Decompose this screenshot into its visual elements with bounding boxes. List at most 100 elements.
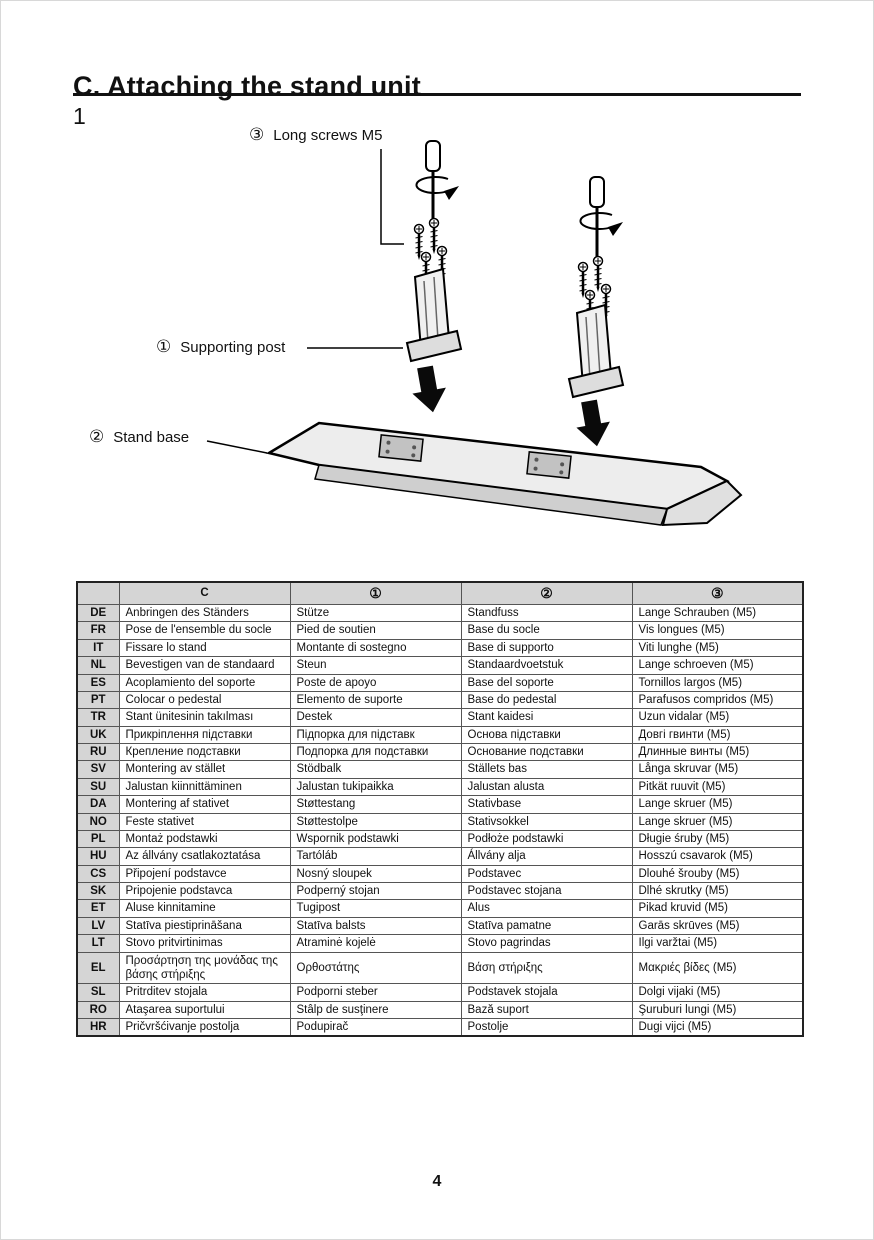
part3-translation-cell: Dlhé skrutky (M5) [631, 881, 804, 901]
title-translation-cell: Fissare lo stand [118, 638, 291, 658]
language-table-body: DE Anbringen des Ständers Stütze Standfu… [76, 603, 804, 1037]
header-circled-2: ② [460, 581, 633, 605]
part1-translation-cell: Nosný sloupek [289, 864, 462, 884]
title-translation-cell: Feste stativet [118, 812, 291, 831]
language-code-cell: SU [76, 777, 120, 797]
title-translation-cell: Připojení podstavce [118, 864, 291, 884]
part2-translation-cell: Standaardvoetstuk [460, 656, 633, 675]
table-row: HU Az állvány csatlakoztatása Tartóláb Á… [76, 847, 804, 866]
part3-translation-cell: Lange skruer (M5) [631, 795, 804, 814]
language-code-cell: LV [76, 916, 120, 936]
callout-leader-line-base [206, 440, 268, 454]
table-row: SL Pritrditev stojala Podporni steber Po… [76, 983, 804, 1002]
circled-2-marker: ② [89, 427, 105, 446]
part3-translation-cell: Довгі гвинти (M5) [631, 725, 804, 745]
table-row: TR Stant ünitesinin takılması Destek Sta… [76, 708, 804, 727]
table-row: NO Feste stativet Støttestolpe Stativsok… [76, 812, 804, 831]
title-translation-cell: Az állvány csatlakoztatása [118, 847, 291, 866]
title-translation-cell: Крепление подставки [118, 742, 291, 762]
part1-translation-cell: Podporni steber [289, 983, 462, 1002]
part2-translation-cell: Standfuss [460, 603, 633, 623]
supporting-post-drawing-right [568, 304, 624, 398]
part3-translation-cell: Pikad kruvid (M5) [631, 899, 804, 918]
title-translation-cell: Montaż podstawki [118, 829, 291, 849]
language-code-cell: DA [76, 795, 120, 814]
part2-translation-cell: Postolje [460, 1018, 633, 1037]
title-translation-cell: Jalustan kiinnittäminen [118, 777, 291, 797]
part3-translation-cell: Dlouhé šrouby (M5) [631, 864, 804, 884]
part3-translation-cell: Lange skruer (M5) [631, 812, 804, 831]
part1-translation-cell: Atraminė kojelė [289, 934, 462, 953]
title-translation-cell: Pritrditev stojala [118, 983, 291, 1002]
screwdriver-icon [414, 139, 461, 223]
part1-translation-cell: Tartóláb [289, 847, 462, 866]
header-lang [76, 581, 120, 605]
title-translation-cell: Colocar o pedestal [118, 690, 291, 710]
down-arrow-left [408, 364, 450, 416]
part3-translation-cell: Długie śruby (M5) [631, 829, 804, 849]
table-row: RO Ataşarea suportului Stâlp de susţiner… [76, 1000, 804, 1020]
header-circled-1: ① [289, 581, 462, 605]
part2-translation-cell: Base del soporte [460, 673, 633, 692]
page-number: 4 [432, 1173, 442, 1190]
down-arrow-right [572, 398, 614, 450]
language-code-cell: PL [76, 829, 120, 849]
part2-translation-cell: Основание подставки [460, 742, 633, 762]
table-row: ET Aluse kinnitamine Tugipost Alus Pikad… [76, 899, 804, 918]
callout-leader-line-screws [380, 149, 404, 245]
title-translation-cell: Montering av stället [118, 760, 291, 779]
language-code-cell: HU [76, 847, 120, 866]
part3-translation-cell: Dolgi vijaki (M5) [631, 983, 804, 1002]
part1-translation-cell: Podperný stojan [289, 881, 462, 901]
table-row: HR Pričvršćivanje postolja Podupirač Pos… [76, 1018, 804, 1037]
title-translation-cell: Ataşarea suportului [118, 1000, 291, 1020]
part2-translation-cell: Stant kaidesi [460, 708, 633, 727]
title-translation-cell: Прикріплення підставки [118, 725, 291, 745]
title-translation-cell: Acoplamiento del soporte [118, 673, 291, 692]
table-row: UK Прикріплення підставки Підпорка для п… [76, 725, 804, 745]
part2-translation-cell: Base du socle [460, 621, 633, 640]
stand-base-drawing [265, 421, 743, 527]
part3-translation-cell: Lange Schrauben (M5) [631, 603, 804, 623]
part1-translation-cell: Tugipost [289, 899, 462, 918]
language-code-cell: HR [76, 1018, 120, 1037]
language-code-cell: PT [76, 690, 120, 710]
language-code-cell: FR [76, 621, 120, 640]
language-code-cell: CS [76, 864, 120, 884]
mounting-plate-right [526, 451, 572, 479]
part1-translation-cell: Stütze [289, 603, 462, 623]
language-code-cell: RU [76, 742, 120, 762]
part2-translation-cell: Állvány alja [460, 847, 633, 866]
part3-translation-cell: Şuruburi lungi (M5) [631, 1000, 804, 1020]
table-row: RU Крепление подставки Подпорка для подс… [76, 742, 804, 762]
title-translation-cell: Stant ünitesinin takılması [118, 708, 291, 727]
callout-supporting-post-label: Supporting post [180, 339, 286, 356]
title-translation-cell: Pose de l'ensemble du socle [118, 621, 291, 640]
part3-translation-cell: Pitkät ruuvit (M5) [631, 777, 804, 797]
table-row: SU Jalustan kiinnittäminen Jalustan tuki… [76, 777, 804, 797]
language-code-cell: ES [76, 673, 120, 692]
table-row: CS Připojení podstavce Nosný sloupek Pod… [76, 864, 804, 884]
part3-translation-cell: Uzun vidalar (M5) [631, 708, 804, 727]
language-code-cell: NO [76, 812, 120, 831]
part1-translation-cell: Statīva balsts [289, 916, 462, 936]
part2-translation-cell: Podłoże podstawki [460, 829, 633, 849]
title-rule [73, 93, 801, 96]
header-circled-3: ③ [631, 581, 804, 605]
title-translation-cell: Pripojenie podstavca [118, 881, 291, 901]
part2-translation-cell: Podstavec [460, 864, 633, 884]
language-code-cell: UK [76, 725, 120, 745]
part1-translation-cell: Jalustan tukipaikka [289, 777, 462, 797]
part1-translation-cell: Støttestolpe [289, 812, 462, 831]
part2-translation-cell: Βάση στήριξης [460, 951, 633, 985]
part1-translation-cell: Destek [289, 708, 462, 727]
table-row: LV Statīva piestiprināšana Statīva balst… [76, 916, 804, 936]
part3-translation-cell: Garās skrūves (M5) [631, 916, 804, 936]
part2-translation-cell: Podstavec stojana [460, 881, 633, 901]
part2-translation-cell: Jalustan alusta [460, 777, 633, 797]
part2-translation-cell: Alus [460, 899, 633, 918]
